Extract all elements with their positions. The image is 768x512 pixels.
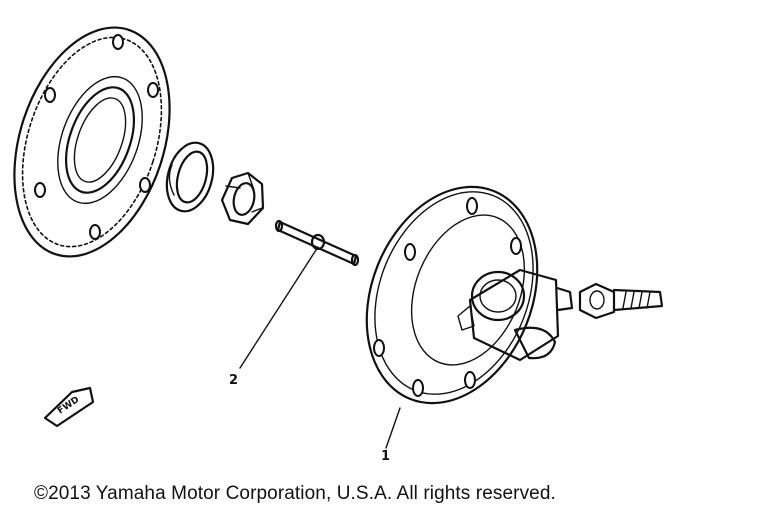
pin-part-2 — [274, 219, 360, 267]
copyright-notice: ©2013 Yamaha Motor Corporation, U.S.A. A… — [34, 483, 556, 504]
bolt — [578, 282, 664, 320]
callout-2-leader — [239, 249, 317, 369]
callout-1-leader — [385, 407, 401, 449]
callout-number-1: 1 — [381, 449, 390, 464]
callout-number-2: 2 — [229, 373, 238, 388]
hex-nut — [220, 171, 265, 226]
rear-flange-plate — [13, 26, 171, 258]
hub-flange-part-1 — [365, 185, 574, 405]
fwd-arrow-icon: FWD — [43, 386, 95, 428]
washer — [165, 141, 215, 213]
